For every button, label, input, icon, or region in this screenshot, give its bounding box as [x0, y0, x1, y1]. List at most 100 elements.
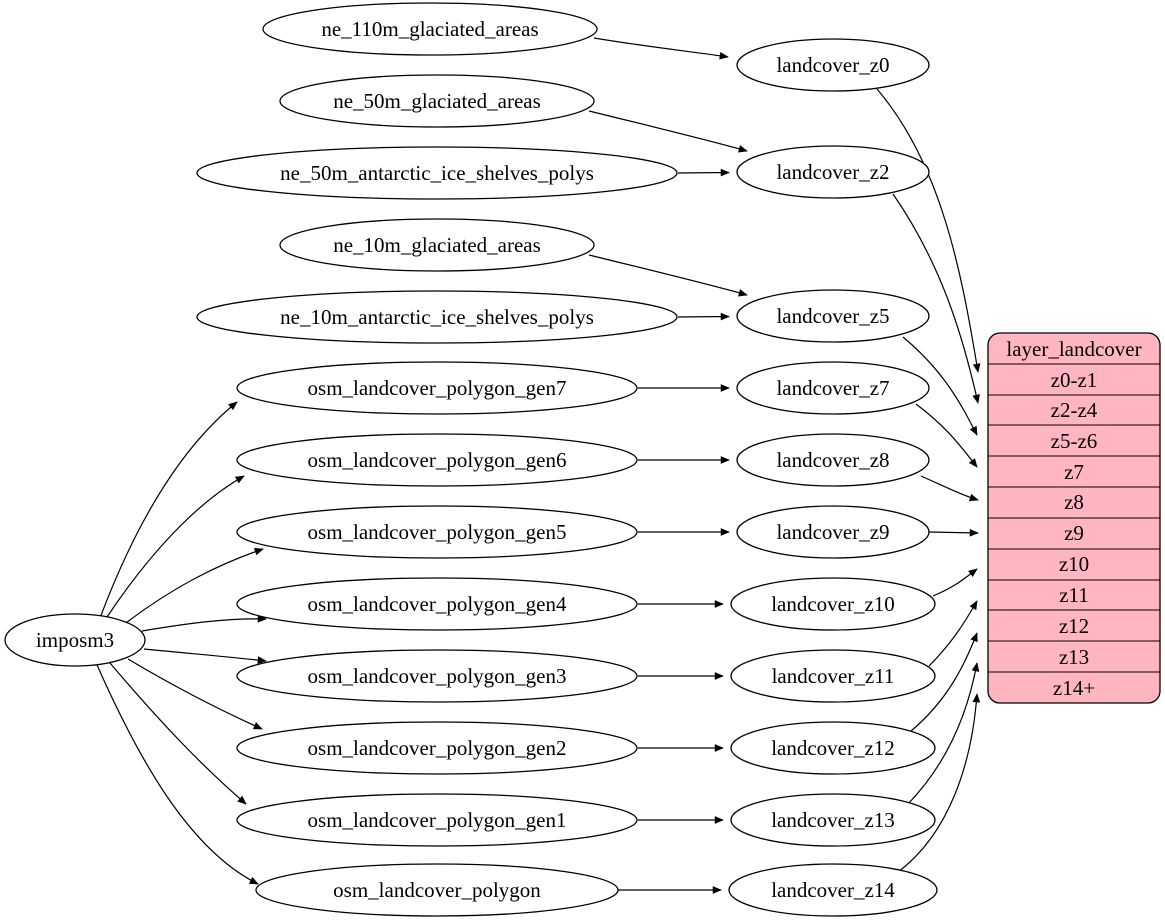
node-landcover-z0: landcover_z0	[736, 38, 930, 92]
osm-landcover-polygon-gen7-ellipse	[236, 361, 638, 415]
node-osm-landcover-polygon: osm_landcover_polygon	[255, 863, 619, 917]
node-osm-landcover-polygon-gen2: osm_landcover_polygon_gen2	[236, 721, 638, 775]
landcover-z2-ellipse	[736, 145, 930, 199]
edge-z8-to-row-z8	[920, 475, 979, 502]
edge-imposm3-to-gen6	[104, 475, 245, 621]
landcover-z10-label: landcover_z10	[771, 592, 895, 616]
node-osm-landcover-polygon-gen3: osm_landcover_polygon_gen3	[236, 649, 638, 703]
landcover-z14-ellipse	[728, 863, 938, 917]
layer-landcover-title: layer_landcover	[1006, 337, 1141, 361]
edges	[96, 37, 981, 894]
landcover-z12-ellipse	[730, 721, 936, 775]
osm-landcover-polygon-gen5-label: osm_landcover_polygon_gen5	[308, 520, 567, 544]
row-z13: z13	[1059, 645, 1089, 669]
node-osm-landcover-polygon-gen4: osm_landcover_polygon_gen4	[236, 577, 638, 631]
node-ne-110m-glaciated-areas: ne_110m_glaciated_areas	[262, 2, 598, 56]
osm-landcover-polygon-gen2-label: osm_landcover_polygon_gen2	[308, 736, 567, 760]
row-z7: z7	[1064, 460, 1084, 484]
imposm3-label: imposm3	[36, 628, 114, 652]
landcover-z13-ellipse	[730, 793, 936, 847]
osm-landcover-polygon-gen6-ellipse	[236, 433, 638, 487]
osm-landcover-polygon-ellipse	[255, 863, 619, 917]
edge-z13-to-row-z13	[906, 662, 980, 806]
node-imposm3: imposm3	[4, 613, 146, 667]
row-z2-z4: z2-z4	[1051, 398, 1098, 422]
node-landcover-z9: landcover_z9	[736, 505, 930, 559]
landcover-z7-ellipse	[736, 361, 930, 415]
node-ne-10m-glaciated-areas: ne_10m_glaciated_areas	[279, 218, 595, 272]
edge-z10-to-row-z10	[932, 568, 978, 597]
node-landcover-z8: landcover_z8	[736, 433, 930, 487]
osm-landcover-polygon-gen4-label: osm_landcover_polygon_gen4	[308, 592, 567, 616]
landcover-z9-label: landcover_z9	[776, 520, 889, 544]
node-landcover-z11: landcover_z11	[730, 649, 936, 703]
table-layer-landcover: layer_landcover z0-z1 z2-z4 z5-z6 z7 z8 …	[987, 332, 1161, 704]
ne-10m-glaciated-areas-label: ne_10m_glaciated_areas	[333, 233, 541, 257]
landcover-z13-label: landcover_z13	[771, 808, 895, 832]
osm-landcover-polygon-gen2-ellipse	[236, 721, 638, 775]
row-z12: z12	[1059, 614, 1089, 638]
node-osm-landcover-polygon-gen5: osm_landcover_polygon_gen5	[236, 505, 638, 559]
osm-landcover-polygon-label: osm_landcover_polygon	[333, 878, 541, 902]
osm-landcover-polygon-gen7-label: osm_landcover_polygon_gen7	[308, 376, 567, 400]
landcover-z10-ellipse	[730, 577, 936, 631]
landcover-z2-label: landcover_z2	[776, 160, 889, 184]
edge-z5-to-row-z5-z6	[902, 336, 978, 436]
node-landcover-z13: landcover_z13	[730, 793, 936, 847]
edge-ne10m-glaciated-to-z5	[588, 254, 748, 297]
edge-ne50m-glaciated-to-z2	[588, 110, 748, 153]
node-osm-landcover-polygon-gen6: osm_landcover_polygon_gen6	[236, 433, 638, 487]
edge-ne50m-antarctic-to-z2	[677, 168, 730, 177]
edge-z9-to-row-z9	[928, 528, 979, 537]
ne-110m-glaciated-areas-ellipse	[262, 2, 598, 56]
edge-z7-to-row-z7	[915, 403, 978, 468]
row-z5-z6: z5-z6	[1051, 429, 1098, 453]
row-z10: z10	[1059, 552, 1089, 576]
node-ne-50m-antarctic-ice-shelves-polys: ne_50m_antarctic_ice_shelves_polys	[196, 146, 678, 200]
osm-landcover-polygon-gen4-ellipse	[236, 577, 638, 631]
landcover-z11-ellipse	[730, 649, 936, 703]
ne-10m-antarctic-ice-shelves-polys-label: ne_10m_antarctic_ice_shelves_polys	[280, 305, 594, 329]
landcover-z5-ellipse	[736, 289, 930, 343]
node-osm-landcover-polygon-gen1: osm_landcover_polygon_gen1	[236, 793, 638, 847]
landcover-z8-ellipse	[736, 433, 930, 487]
edge-z14-to-row-z14	[897, 693, 981, 873]
ne-110m-glaciated-areas-label: ne_110m_glaciated_areas	[321, 17, 538, 41]
node-ne-10m-antarctic-ice-shelves-polys: ne_10m_antarctic_ice_shelves_polys	[196, 290, 678, 344]
edge-imposm3-to-gen1	[109, 662, 247, 805]
osm-landcover-polygon-gen3-label: osm_landcover_polygon_gen3	[308, 664, 567, 688]
landcover-z9-ellipse	[736, 505, 930, 559]
ne-50m-glaciated-areas-label: ne_50m_glaciated_areas	[333, 89, 541, 113]
node-landcover-z7: landcover_z7	[736, 361, 930, 415]
osm-landcover-polygon-gen3-ellipse	[236, 649, 638, 703]
ne-50m-glaciated-areas-ellipse	[279, 74, 595, 128]
ne-10m-antarctic-ice-shelves-polys-ellipse	[196, 290, 678, 344]
landcover-z7-label: landcover_z7	[776, 376, 889, 400]
osm-landcover-polygon-gen1-ellipse	[236, 793, 638, 847]
osm-landcover-polygon-gen1-label: osm_landcover_polygon_gen1	[308, 808, 567, 832]
ne-50m-antarctic-ice-shelves-polys-ellipse	[196, 146, 678, 200]
edge-imposm3-to-gen4	[141, 614, 267, 632]
landcover-z0-label: landcover_z0	[776, 53, 889, 77]
node-landcover-z5: landcover_z5	[736, 289, 930, 343]
row-z11: z11	[1059, 583, 1089, 607]
row-z9: z9	[1064, 521, 1084, 545]
edge-z11-to-row-z11	[928, 600, 978, 667]
row-z0-z1: z0-z1	[1051, 368, 1098, 392]
landcover-z12-label: landcover_z12	[771, 736, 895, 760]
edge-z2-to-row-z2-z4	[892, 193, 980, 404]
edge-z0-to-row-z0-z1	[876, 88, 981, 373]
node-osm-landcover-polygon-gen7: osm_landcover_polygon_gen7	[236, 361, 638, 415]
node-ne-50m-glaciated-areas: ne_50m_glaciated_areas	[279, 74, 595, 128]
row-z14-plus: z14+	[1053, 676, 1095, 700]
node-landcover-z12: landcover_z12	[730, 721, 936, 775]
node-landcover-z10: landcover_z10	[730, 577, 936, 631]
node-landcover-z2: landcover_z2	[736, 145, 930, 199]
ne-10m-glaciated-areas-ellipse	[279, 218, 595, 272]
landcover-z8-label: landcover_z8	[776, 448, 889, 472]
ne-50m-antarctic-ice-shelves-polys-label: ne_50m_antarctic_ice_shelves_polys	[280, 161, 594, 185]
landcover-z5-label: landcover_z5	[776, 304, 889, 328]
landcover-z14-label: landcover_z14	[771, 878, 895, 902]
row-z8: z8	[1064, 490, 1084, 514]
